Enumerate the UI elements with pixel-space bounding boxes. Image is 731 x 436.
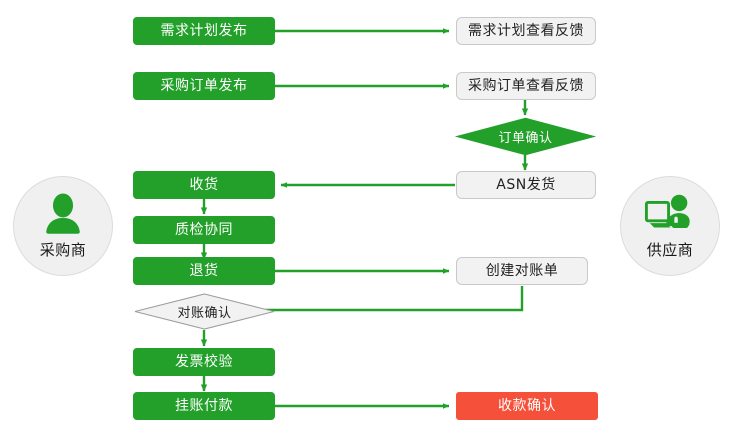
node-invoice-check[interactable]: 发票校验 — [133, 348, 275, 376]
node-statement-confirm[interactable]: 对账确认 — [134, 293, 275, 330]
node-order-confirm[interactable]: 订单确认 — [454, 117, 597, 156]
person-icon — [46, 193, 80, 234]
node-receive-goods[interactable]: 收货 — [133, 171, 275, 199]
actor-buyer[interactable]: 采购商 — [13, 176, 113, 276]
node-demand-plan-feedback[interactable]: 需求计划查看反馈 — [456, 17, 596, 45]
node-payable-payment[interactable]: 挂账付款 — [133, 392, 275, 420]
node-demand-plan-publish[interactable]: 需求计划发布 — [133, 17, 275, 45]
node-asn-shipment[interactable]: ASN发货 — [456, 171, 596, 199]
node-purchase-order-feedback[interactable]: 采购订单查看反馈 — [456, 72, 596, 100]
diamond-shape-green — [454, 117, 597, 156]
node-return-goods[interactable]: 退货 — [133, 257, 275, 285]
node-quality-collab[interactable]: 质检协同 — [133, 216, 275, 244]
actor-supplier-label: 供应商 — [646, 241, 694, 259]
node-payment-confirm[interactable]: 收款确认 — [456, 392, 598, 420]
node-order-confirm-label: 订单确认 — [498, 131, 553, 146]
actor-buyer-label: 采购商 — [39, 241, 87, 259]
node-statement-confirm-label: 对账确认 — [177, 306, 232, 321]
actor-supplier[interactable]: 供应商 — [620, 176, 720, 276]
edge-create-statement-to-statement-confirm — [239, 286, 524, 313]
node-create-statement[interactable]: 创建对账单 — [456, 257, 588, 285]
node-purchase-order-publish[interactable]: 采购订单发布 — [133, 72, 275, 100]
person-at-computer-icon — [644, 194, 690, 228]
